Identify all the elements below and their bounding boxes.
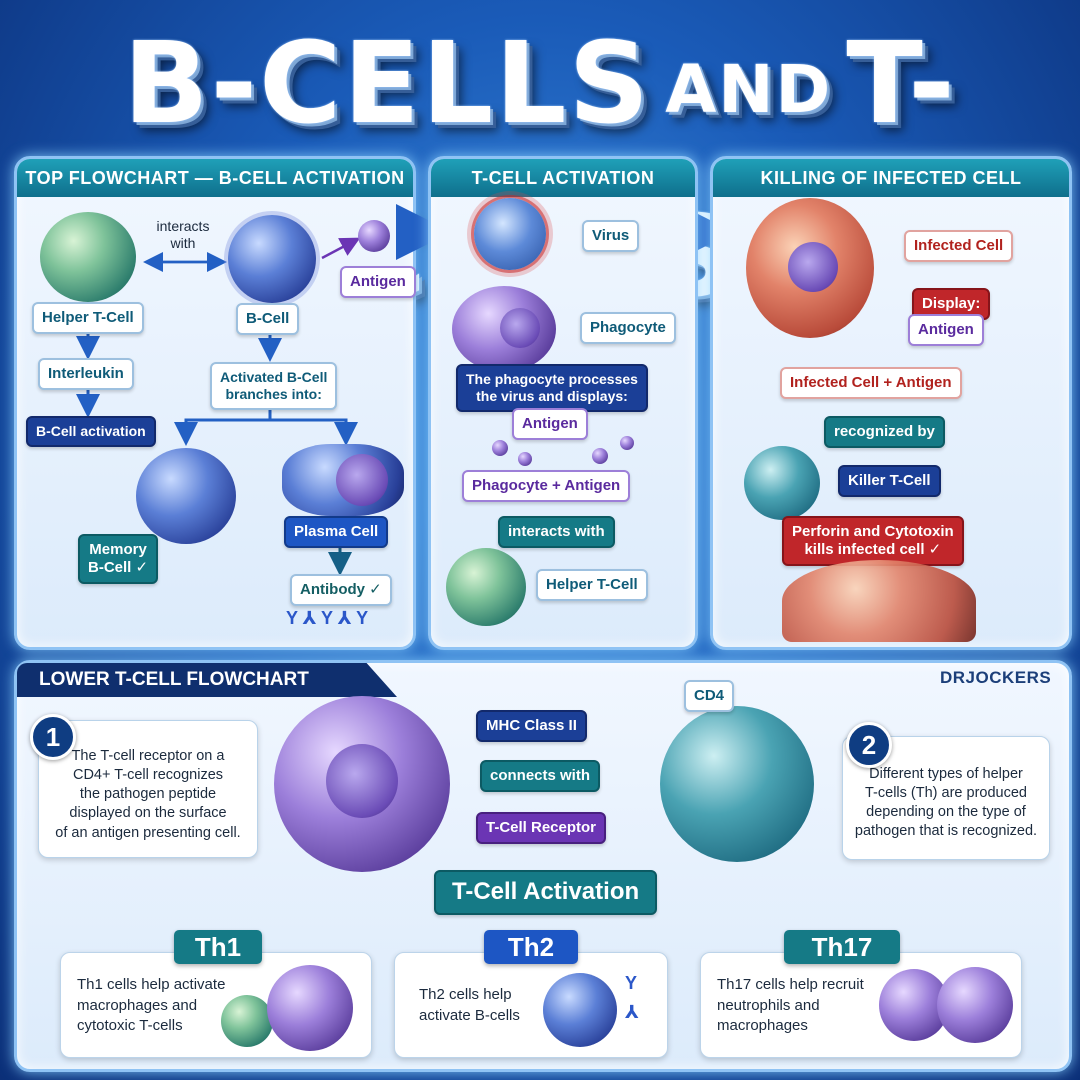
killing-antigen-label: Antigen bbox=[908, 314, 984, 346]
th2-card: Th2 cells help activate B-cells Y⅄ bbox=[394, 952, 668, 1058]
plasma-cell-image bbox=[282, 444, 404, 516]
interacts-with-label: interacts with bbox=[156, 218, 210, 251]
th1-label: Th1 bbox=[174, 930, 262, 964]
antigen-dot-4 bbox=[620, 436, 634, 450]
lower-panel-title: LOWER T-CELL FLOWCHART bbox=[17, 663, 397, 697]
infected-cell-image bbox=[746, 198, 874, 338]
phagocyte-nucleus bbox=[500, 308, 540, 348]
th17-macrophage-image bbox=[937, 967, 1013, 1043]
phagocyte-processes-label: The phagocyte processes the virus and di… bbox=[456, 364, 648, 412]
t-cell-receptor-label: T-Cell Receptor bbox=[476, 812, 607, 844]
plasma-nucleus bbox=[336, 454, 388, 506]
killer-t-cell-image bbox=[744, 446, 820, 520]
th17-text: Th17 cells help recruit neutrophils and … bbox=[717, 976, 864, 1035]
memory-b-cell-label: Memory B-Cell ✓ bbox=[78, 534, 159, 584]
bcell-panel-header: TOP FLOWCHART — B-CELL ACTIVATION bbox=[17, 159, 413, 197]
tcell-antigen-label: Antigen bbox=[512, 408, 588, 440]
helper-t-cell-label: Helper T-Cell bbox=[32, 302, 144, 334]
antigen-label: Antigen bbox=[340, 266, 416, 298]
activated-b-cell-label: Activated B-Cell branches into: bbox=[210, 362, 338, 410]
title-bcells: B-CELLS bbox=[123, 19, 652, 149]
cd4-t-cell-image bbox=[660, 706, 814, 862]
phagocyte-antigen-label: Phagocyte + Antigen bbox=[462, 470, 631, 502]
killer-t-cell-label: Killer T-Cell bbox=[838, 465, 941, 497]
antigen-dot-2 bbox=[518, 452, 532, 466]
antigen-dot-3 bbox=[592, 448, 608, 464]
b-cell-label: B-Cell bbox=[236, 303, 300, 335]
killing-panel-header: KILLING OF INFECTED CELL bbox=[713, 159, 1069, 197]
antigen-particle-image bbox=[358, 220, 390, 252]
tcell-panel-header: T-CELL ACTIVATION bbox=[431, 159, 695, 197]
note-2-number: 2 bbox=[846, 722, 892, 768]
plasma-cell-label: Plasma Cell bbox=[284, 516, 389, 548]
phagocyte-label: Phagocyte bbox=[580, 312, 676, 344]
t-cell-activation-label: T-Cell Activation bbox=[434, 870, 658, 915]
th2-label: Th2 bbox=[484, 930, 578, 964]
th1-card: Th1 cells help activate macrophages and … bbox=[60, 952, 372, 1058]
memory-b-cell-image bbox=[136, 448, 236, 544]
interleukin-label: Interleukin bbox=[38, 358, 134, 390]
antibody-label: Antibody ✓ bbox=[290, 574, 392, 606]
th17-card: Th17 cells help recruit neutrophils and … bbox=[700, 952, 1022, 1058]
apc-nucleus bbox=[326, 744, 398, 818]
tcell-helper-label: Helper T-Cell bbox=[536, 569, 648, 601]
title-and: AND bbox=[665, 51, 833, 128]
antigen-presenting-cell-image bbox=[274, 696, 450, 872]
antibody-icons: Y ⅄ Y ⅄ Y bbox=[286, 608, 369, 628]
th1-small-cell-image bbox=[221, 995, 273, 1047]
tcell-helper-image bbox=[446, 548, 526, 626]
th2-b-cell-image bbox=[543, 973, 617, 1047]
th17-label: Th17 bbox=[784, 930, 900, 964]
infected-antigen-label: Infected Cell + Antigen bbox=[780, 367, 962, 399]
phagocyte-image bbox=[452, 286, 556, 372]
recognized-by-label: recognized by bbox=[824, 416, 945, 448]
helper-t-cell-image bbox=[40, 212, 136, 302]
infected-cell-label: Infected Cell bbox=[904, 230, 1014, 262]
interacts-with-box: interacts with bbox=[498, 516, 615, 548]
note-1-text: The T-cell receptor on a CD4+ T-cell rec… bbox=[55, 748, 241, 841]
connects-with-label: connects with bbox=[480, 760, 601, 792]
b-cell-activation-label: B-Cell activation bbox=[26, 416, 156, 447]
virus-image bbox=[474, 198, 546, 270]
th2-text: Th2 cells help activate B-cells bbox=[419, 986, 520, 1024]
dying-cell-image bbox=[782, 560, 976, 642]
antigen-dot-1 bbox=[492, 440, 508, 456]
b-cell-image bbox=[228, 215, 316, 303]
drjockers-logo: DRJOCKERS bbox=[940, 668, 1052, 687]
note-1-number: 1 bbox=[30, 714, 76, 760]
th1-text: Th1 cells help activate macrophages and … bbox=[77, 976, 226, 1035]
infected-nucleus bbox=[788, 242, 838, 292]
th1-macrophage-image bbox=[267, 965, 353, 1051]
perforin-label: Perforin and Cytotoxin kills infected ce… bbox=[782, 516, 964, 566]
note-2-text: Different types of helper T-cells (Th) a… bbox=[854, 766, 1038, 840]
mhc-class-ii-label: MHC Class II bbox=[476, 710, 587, 742]
cd4-label: CD4 bbox=[684, 680, 735, 712]
virus-label: Virus bbox=[582, 220, 640, 252]
th2-antibody-icons: Y⅄ bbox=[625, 973, 639, 1022]
